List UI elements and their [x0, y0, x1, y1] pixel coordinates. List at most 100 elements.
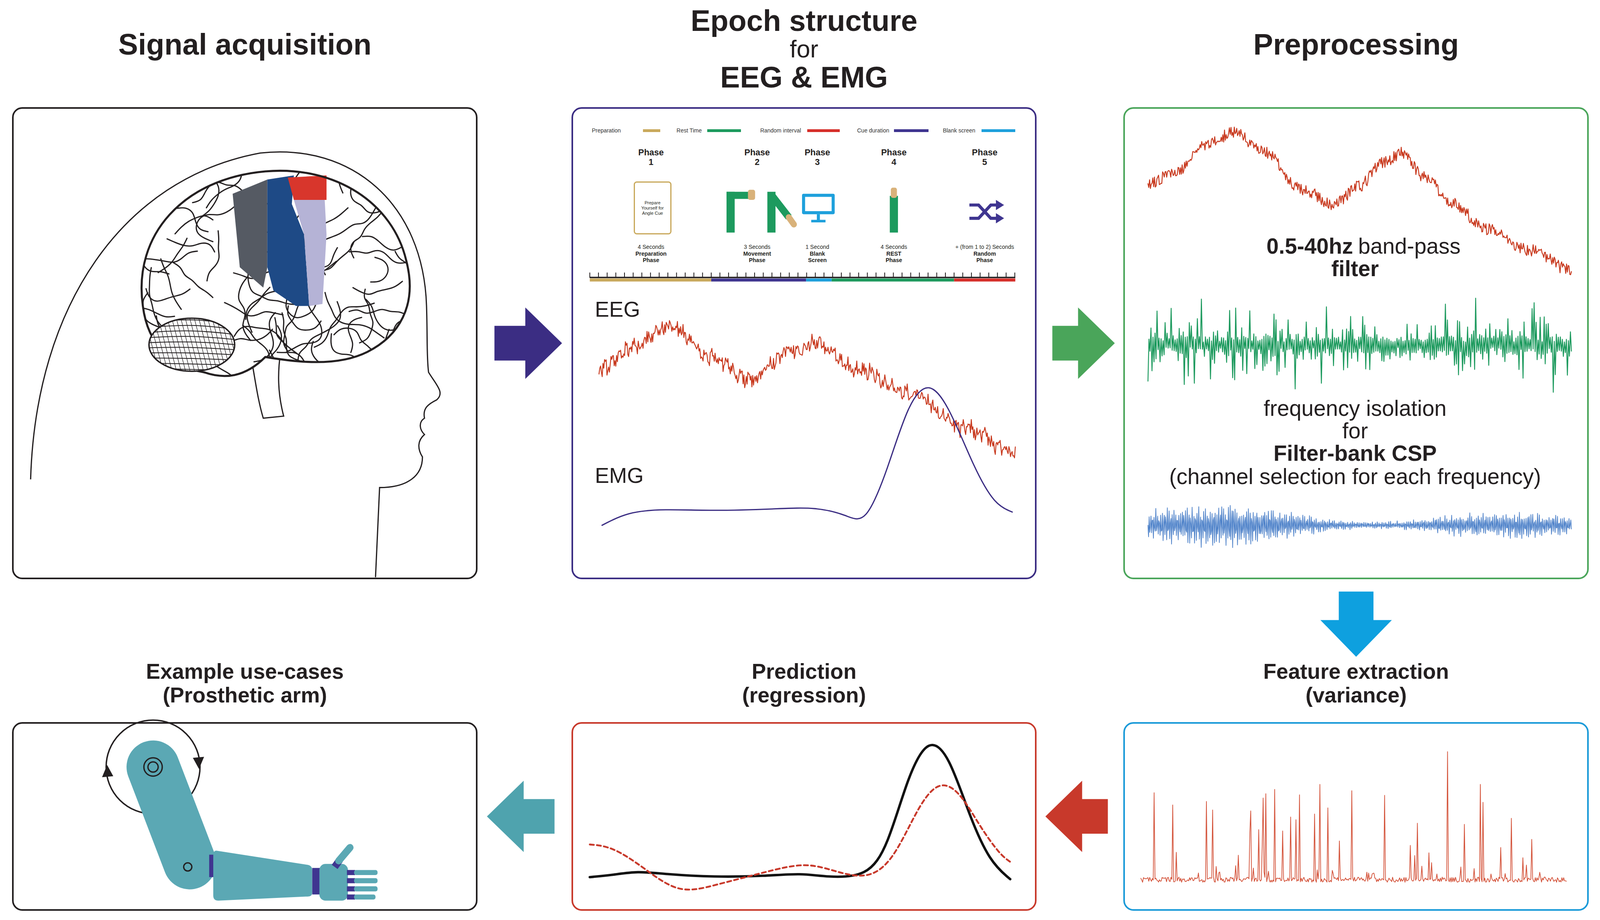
gyrus-line — [338, 132, 380, 194]
timeline-tick — [849, 273, 851, 278]
panel-title: for — [571, 36, 1037, 62]
use-case-panel: Example use-cases (Prosthetic arm) — [12, 722, 478, 912]
timeline-part — [589, 276, 1016, 279]
phase-label: Phase 3 — [801, 147, 834, 168]
heading-block: Signal acquisition — [12, 27, 478, 62]
gyrus-line — [314, 303, 375, 348]
cerebellum-hatch — [216, 318, 232, 374]
gyrus-line — [395, 251, 428, 279]
duration-label: + (from 1 to 2) Seconds — [955, 243, 1015, 251]
cerebellum-hatch — [167, 318, 182, 374]
cerebellum-fold — [146, 353, 237, 356]
timeline-tick — [702, 273, 703, 278]
head-outline — [30, 151, 441, 578]
timeline-tick — [892, 273, 894, 278]
cerebellum-fold — [146, 373, 237, 376]
gyrus-line — [254, 312, 276, 363]
timeline-tick — [719, 273, 721, 278]
cerebellum-hatch — [149, 318, 164, 374]
timeline-tick — [780, 273, 782, 278]
cerebellum-hatch — [212, 318, 227, 374]
timeline-tick — [710, 273, 712, 278]
panel-title: Epoch structure — [571, 5, 1037, 37]
movement-figure — [726, 189, 794, 233]
cerebellum-fold — [146, 330, 237, 335]
heading-block: Example use-cases (Prosthetic arm) — [12, 660, 478, 708]
rest-figure-part — [889, 195, 898, 233]
rest-figure-part — [890, 187, 897, 198]
timeline-tick — [615, 273, 617, 278]
cerebellum-hatch — [203, 318, 218, 374]
raw-signal — [1147, 127, 1572, 276]
band-signal — [1147, 505, 1572, 548]
gyrus-line — [242, 325, 271, 360]
phase-label: Phase 1 — [635, 147, 668, 168]
flow-arrow — [494, 307, 562, 380]
gyrus-line — [348, 317, 362, 353]
phase-label: Phase 4 — [877, 147, 910, 168]
gyrus-line — [146, 288, 190, 302]
timeline-tick — [944, 273, 946, 278]
duration-label: 4 Seconds — [637, 243, 665, 251]
timeline-tick — [597, 273, 599, 278]
band-trace — [1147, 505, 1572, 548]
timeline-tick — [632, 273, 634, 278]
fingers-part — [346, 878, 356, 884]
timeline-tick — [814, 273, 816, 278]
cerebellum-fold — [146, 347, 237, 350]
heading-block: Epoch structureforEEG & EMG — [571, 5, 1037, 94]
timeline-part — [806, 278, 832, 282]
filtered-trace — [1147, 298, 1572, 393]
card-text: Prepare Yourself for Angle Cue — [636, 200, 669, 217]
timeline-tick — [771, 273, 773, 278]
emg-signal — [602, 387, 1013, 526]
gyrus-line — [106, 264, 143, 324]
movement-figure-part — [788, 217, 794, 225]
duration-label: 4 Seconds — [880, 243, 908, 251]
shoulder-joint — [143, 758, 163, 777]
epoch-panel: Epoch structureforEEG & EMGPrepare Yours… — [571, 107, 1037, 580]
shuffle-icon-part — [969, 205, 998, 219]
timeline-tick — [658, 273, 660, 278]
timeline-tick — [606, 273, 608, 278]
variance-trace — [1140, 752, 1567, 883]
timeline-ticks — [589, 273, 1015, 278]
timeline-tick — [936, 273, 937, 278]
epoch-icons — [589, 187, 1016, 282]
heading-block: Preprocessing — [1123, 27, 1589, 62]
gyrus-line — [160, 259, 182, 310]
panel-title: Feature extraction (variance) — [1256, 660, 1456, 708]
gyrus-line — [132, 251, 198, 268]
timeline-tick — [971, 273, 972, 278]
phase-name: Blank Screen — [806, 250, 829, 264]
monitor-icon-part — [802, 193, 835, 215]
legend-text: Random interval — [760, 127, 802, 134]
cerebellum-hatch — [234, 318, 249, 374]
rotation-arrowhead — [102, 765, 114, 778]
forearm — [213, 851, 313, 902]
step-note: for — [1342, 420, 1368, 443]
filter-range: 0.5-40hz — [1266, 235, 1354, 258]
filter-word: filter — [1331, 258, 1379, 281]
timeline-tick — [953, 273, 955, 278]
fingers-part — [354, 894, 376, 900]
phase-name: Movement Phase — [739, 250, 775, 264]
timeline-tick — [875, 273, 877, 278]
cue-card: Prepare Yourself for Angle Cue — [633, 181, 672, 235]
variance-spikes — [1140, 752, 1567, 883]
shuffle-icon — [969, 200, 1005, 224]
cerebellum-folds — [144, 318, 254, 376]
movement-figure-part — [726, 191, 750, 200]
legend-text: Rest Time — [676, 127, 703, 134]
gyrus-line — [362, 236, 402, 251]
brain-fill — [141, 170, 410, 376]
timeline-tick — [641, 273, 643, 278]
timeline-tick — [884, 273, 886, 278]
gyrus-line — [158, 238, 188, 273]
timeline-tick — [763, 273, 764, 278]
cerebellum-hatch — [180, 318, 196, 374]
timeline-tick — [997, 273, 998, 278]
raw-trace — [1147, 127, 1572, 276]
flow-arrow — [486, 781, 555, 853]
